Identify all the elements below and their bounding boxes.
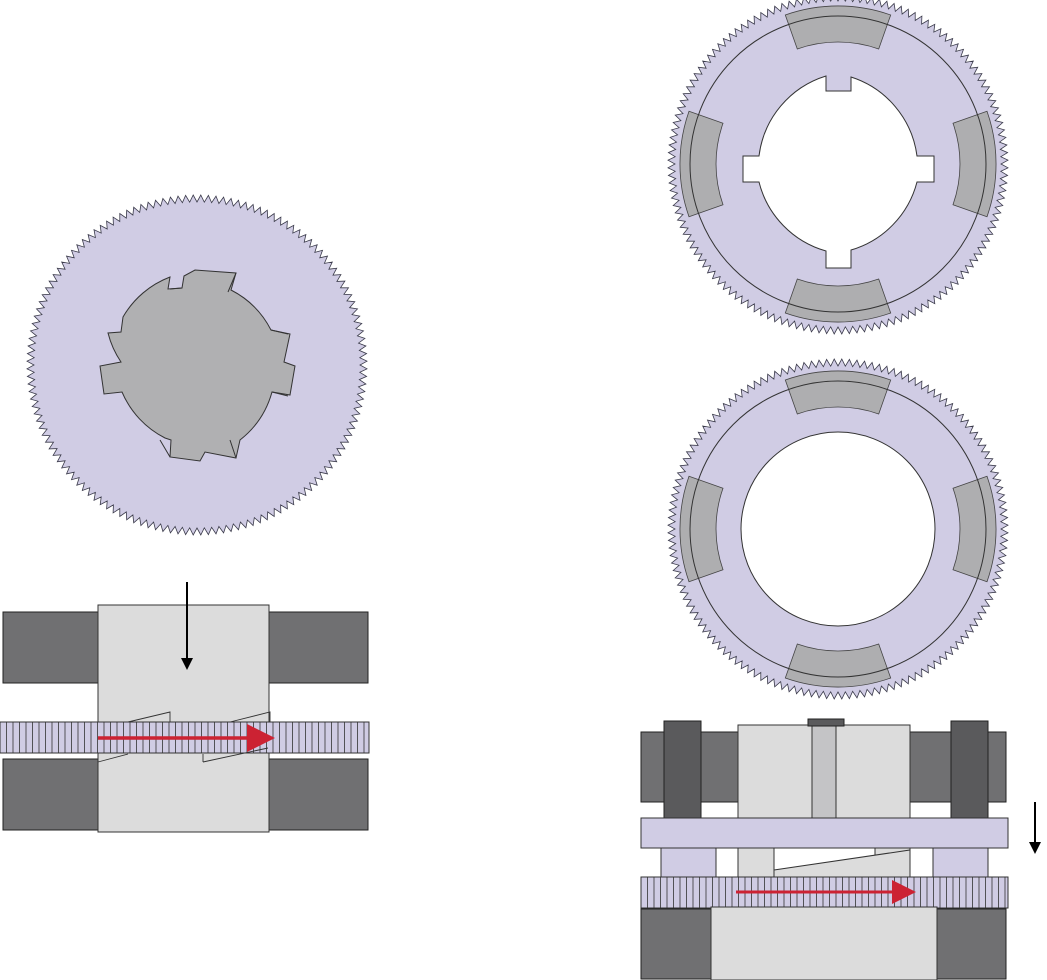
ring-gear-2-inner-rim — [689, 380, 987, 678]
right-bottom-block-right — [933, 908, 1007, 980]
right-right-post — [950, 720, 989, 820]
ring-gear-with-keyways — [667, 0, 1009, 335]
ring-gear-2-friction-pads — [679, 370, 997, 688]
friction-pad — [784, 5, 892, 50]
right-section — [640, 718, 1041, 980]
right-wedge-body-left — [737, 847, 775, 879]
left-gear — [26, 194, 368, 536]
right-bottom-block-left — [640, 908, 714, 980]
friction-pad — [784, 370, 892, 415]
right-right-foot — [932, 847, 989, 879]
right-bottom-center-block — [710, 906, 938, 980]
friction-pad — [679, 110, 724, 218]
ring-gear-1-bore-with-keyways — [742, 75, 935, 269]
right-left-foot — [660, 847, 717, 879]
left-gear-hub — [99, 269, 296, 462]
left-lower-block-left — [2, 758, 101, 831]
friction-pad — [679, 475, 724, 583]
left-center-plunger — [97, 604, 270, 833]
right-left-post — [663, 720, 702, 820]
ring-gear-plain — [667, 358, 1009, 700]
right-center-spindle — [811, 725, 837, 820]
right-top-cap — [807, 718, 845, 727]
friction-pad — [784, 643, 892, 688]
left-hub-slot-lines — [159, 272, 289, 459]
ring-gear-2-bore — [740, 431, 936, 627]
right-pressure-plate — [640, 817, 1009, 849]
left-wedge-lines — [97, 711, 271, 763]
right-wedge-ramp — [773, 849, 911, 879]
left-section — [0, 582, 370, 833]
friction-pad — [784, 278, 892, 323]
ring-gear-1-inner-rim — [689, 15, 987, 313]
left-upper-block-left — [2, 611, 101, 684]
friction-pad — [952, 110, 997, 218]
ring-gear-1-friction-pads — [679, 5, 997, 323]
friction-pad — [952, 475, 997, 583]
left-upper-block-right — [267, 611, 369, 684]
left-lower-block-right — [267, 758, 369, 831]
